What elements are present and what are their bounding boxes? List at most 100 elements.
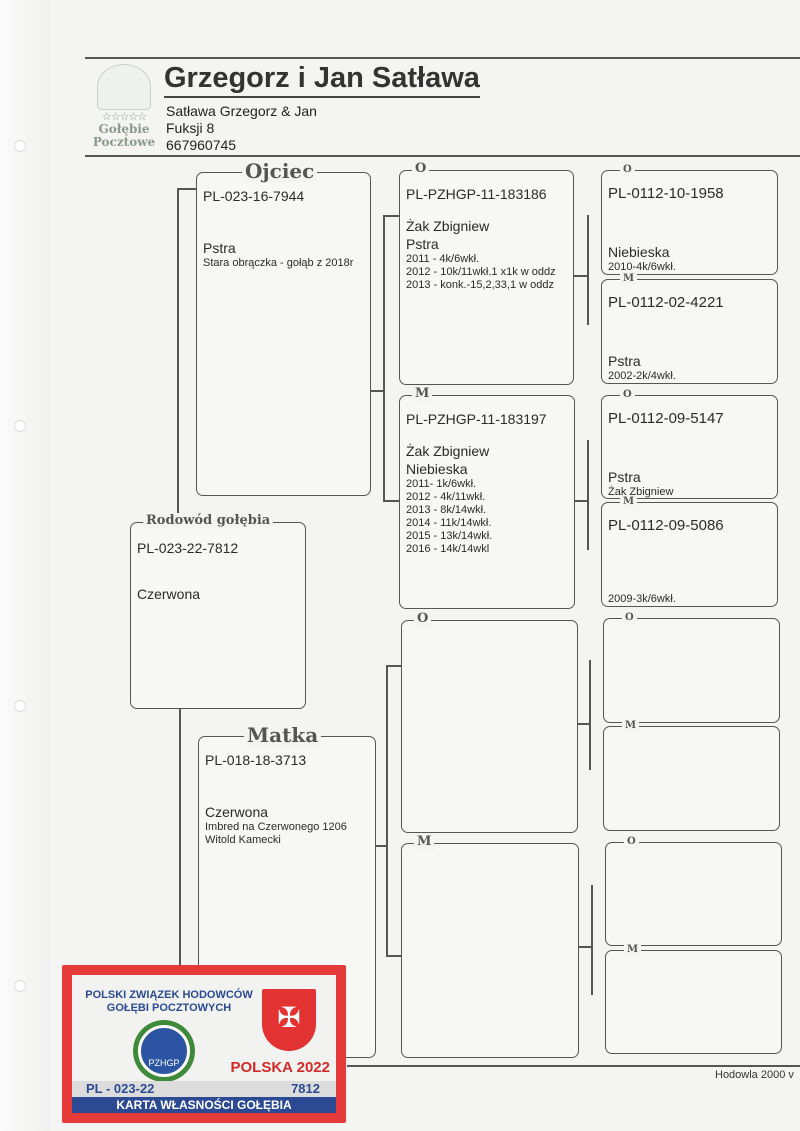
header-top-rule xyxy=(85,57,800,59)
spacer xyxy=(608,428,771,468)
connector-line xyxy=(177,188,197,190)
spacer xyxy=(608,575,771,593)
spacer xyxy=(406,428,568,442)
box-legend: O xyxy=(620,388,635,401)
punch-hole xyxy=(14,420,26,432)
pigeon-info-line: 2011 - 4k/6wkł. xyxy=(406,253,480,265)
spacer xyxy=(612,965,775,1005)
connector-line xyxy=(578,946,591,948)
spacer xyxy=(610,741,773,781)
owner-name: Satława Grzegorz & Jan xyxy=(166,103,317,119)
pigeon-info-line: 2010-4k/6wkł. xyxy=(608,261,676,273)
connector-line xyxy=(177,188,179,523)
logo-stars: ☆☆☆☆☆ xyxy=(101,110,147,123)
box-legend: Ojciec xyxy=(242,159,318,183)
page-title: Grzegorz i Jan Satława xyxy=(164,62,480,98)
pigeon-info-line: 2012 - 4k/11wkł. xyxy=(406,491,486,503)
pigeon-info-line: 2009-3k/6wkł. xyxy=(608,593,676,605)
box-legend: Rodowód gołębia xyxy=(143,513,274,529)
footer-text: Hodowla 2000 v xyxy=(715,1069,794,1081)
punch-hole xyxy=(14,140,26,152)
box-legend: M xyxy=(412,386,433,402)
box-legend: M xyxy=(620,495,638,508)
card-org-line1: POLSKI ZWIĄZEK HODOWCÓW xyxy=(85,989,253,1001)
footer-rule xyxy=(347,1065,800,1067)
connector-line xyxy=(587,215,589,325)
card-ring-prefix: PL - 023-22 xyxy=(86,1081,155,1096)
box-legend: Matka xyxy=(244,723,322,747)
connector-line xyxy=(577,723,590,725)
spacer xyxy=(610,633,773,673)
card-ring-suffix: 7812 xyxy=(291,1081,320,1096)
pigeon-info-line: Witold Kamecki xyxy=(205,834,281,846)
emblem-text: PZHGP xyxy=(148,1058,180,1068)
logo-line2: Pocztowe xyxy=(92,135,156,149)
spacer xyxy=(608,312,771,352)
polish-eagle-icon: ✠ xyxy=(262,989,316,1051)
connector-line xyxy=(375,845,387,847)
connector-line xyxy=(383,500,399,502)
pigeon-color: Pstra xyxy=(608,469,641,485)
header-bottom-rule xyxy=(85,155,800,157)
connector-line xyxy=(179,708,181,1058)
connector-line xyxy=(591,885,593,995)
pigeon-info-line: Imbred na Czerwonego 1206 xyxy=(205,821,347,833)
spacer xyxy=(608,535,771,575)
connector-line xyxy=(386,665,401,667)
spacer xyxy=(612,857,775,897)
ownership-card: POLSKI ZWIĄZEK HODOWCÓW GOŁĘBI POCZTOWYC… xyxy=(62,965,346,1123)
pigeon-color: Czerwona xyxy=(137,586,201,602)
breeder-name: Żak Zbigniew xyxy=(406,218,490,234)
ring-number: PL-0112-09-5147 xyxy=(608,410,724,427)
spacer xyxy=(137,557,299,585)
pedigree-box-mmm: M xyxy=(605,943,782,1054)
logo-line1: Gołębie xyxy=(98,122,150,136)
card-org-name: POLSKI ZWIĄZEK HODOWCÓW GOŁĘBI POCZTOWYC… xyxy=(84,989,254,1015)
ring-number: PL-0112-10-1958 xyxy=(608,185,724,202)
box-legend: M xyxy=(414,834,435,850)
spacer xyxy=(205,769,369,803)
pigeon-info-line: 2015 - 13k/14wkł. xyxy=(406,530,493,542)
connector-line xyxy=(573,275,587,277)
owner-street: Fuksji 8 xyxy=(166,120,215,136)
connector-line xyxy=(589,660,591,770)
pigeon-color: Pstra xyxy=(608,353,641,369)
ring-number: PL-023-22-7812 xyxy=(137,540,239,556)
spacer xyxy=(608,203,771,243)
pigeon-head-icon xyxy=(97,64,151,110)
pigeon-info-line: 2016 - 14k/14wkl xyxy=(406,543,490,555)
pigeon-info-line: 2013 - konk.-15,2,33,1 w oddz xyxy=(406,279,554,291)
pigeon-color: Pstra xyxy=(406,236,439,252)
pigeon-color: Czerwona xyxy=(205,804,269,820)
box-legend: O xyxy=(620,163,635,176)
box-legend: O xyxy=(622,611,637,624)
pigeon-info-line: Stara obrączka - gołąb z 2018r xyxy=(203,257,354,269)
box-legend: O xyxy=(624,835,639,848)
golebie-pocztowe-logo: ☆☆☆☆☆ Gołębie Pocztowe xyxy=(88,64,160,156)
connector-line xyxy=(386,955,401,957)
connector-line xyxy=(383,215,399,217)
pigeon-info-line: 2011- 1k/6wkł. xyxy=(406,478,477,490)
pedigree-box-mfm: M xyxy=(603,719,780,831)
spacer xyxy=(408,635,571,669)
pedigree-box-mff: O xyxy=(603,611,780,723)
card-country-year: POLSKA 2022 xyxy=(230,1059,331,1076)
spacer xyxy=(406,203,567,217)
ring-number: PL-0112-02-4221 xyxy=(608,294,724,311)
box-legend: O xyxy=(414,611,432,627)
box-legend: O xyxy=(412,161,430,177)
connector-line xyxy=(386,665,388,955)
pigeon-color: Pstra xyxy=(203,240,236,256)
punch-hole xyxy=(14,980,26,992)
connector-line xyxy=(587,440,589,550)
ring-number: PL-PZHGP-11-183197 xyxy=(406,411,547,427)
pzhgp-emblem-icon: PZHGP xyxy=(138,1025,190,1077)
box-legend: M xyxy=(624,943,642,956)
pigeon-info-line: 2012 - 10k/11wkł.1 x1k w oddz xyxy=(406,266,556,278)
